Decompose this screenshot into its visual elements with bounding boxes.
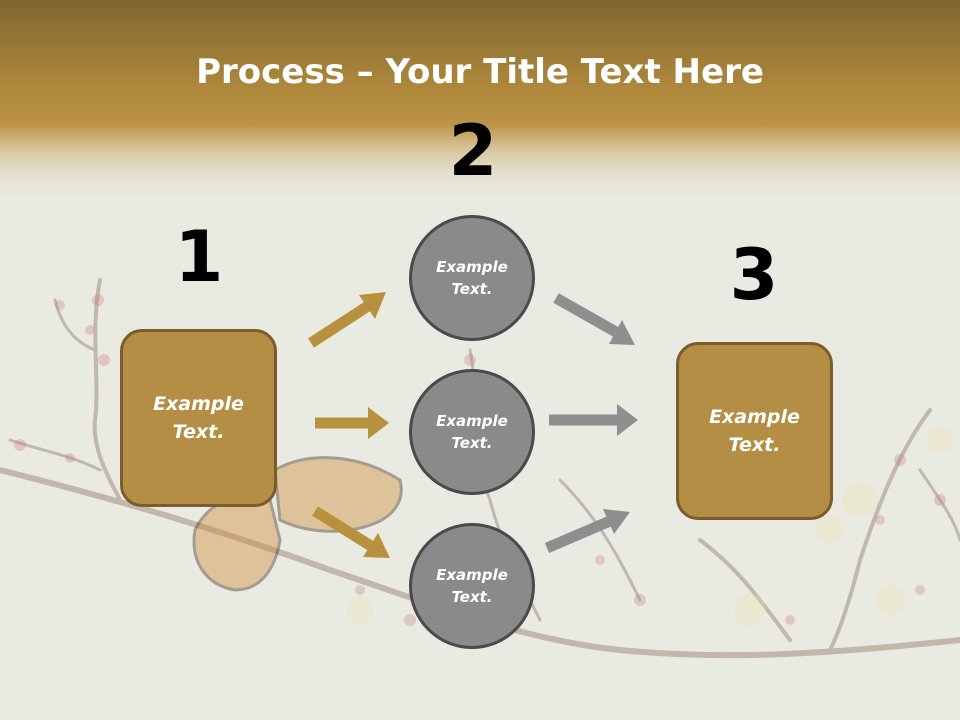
- step-number-1: 1: [174, 216, 224, 298]
- step-number-3: 3: [729, 234, 779, 316]
- gold-arrow-right-head: [368, 407, 389, 439]
- gray-arrow-up-shaft: [544, 515, 613, 554]
- step-number-2: 2: [448, 110, 498, 192]
- circle-bottom: Example Text.: [409, 523, 535, 649]
- title-rest: – Your Title Text Here: [344, 52, 764, 92]
- header-band: [0, 0, 960, 200]
- gray-arrow-down-shaft: [553, 293, 619, 337]
- gold-arrow-down-shaft: [312, 506, 374, 551]
- step-box-1: Example Text.: [120, 329, 277, 507]
- gray-arrow-up-head: [603, 509, 630, 534]
- butterfly-shape: [192, 456, 403, 592]
- step-box-3: Example Text.: [676, 342, 833, 520]
- gold-arrow-up-shaft: [308, 301, 371, 348]
- circle-middle: Example Text.: [409, 369, 535, 495]
- slide-title: Process – Your Title Text Here: [0, 52, 960, 92]
- circle-top: Example Text.: [409, 215, 535, 341]
- gold-arrow-up-head: [359, 292, 386, 319]
- title-bold: Process: [196, 52, 345, 92]
- gold-arrow-down-head: [363, 533, 390, 558]
- gray-arrow-down-head: [609, 320, 635, 345]
- gray-arrow-right-head: [617, 404, 638, 436]
